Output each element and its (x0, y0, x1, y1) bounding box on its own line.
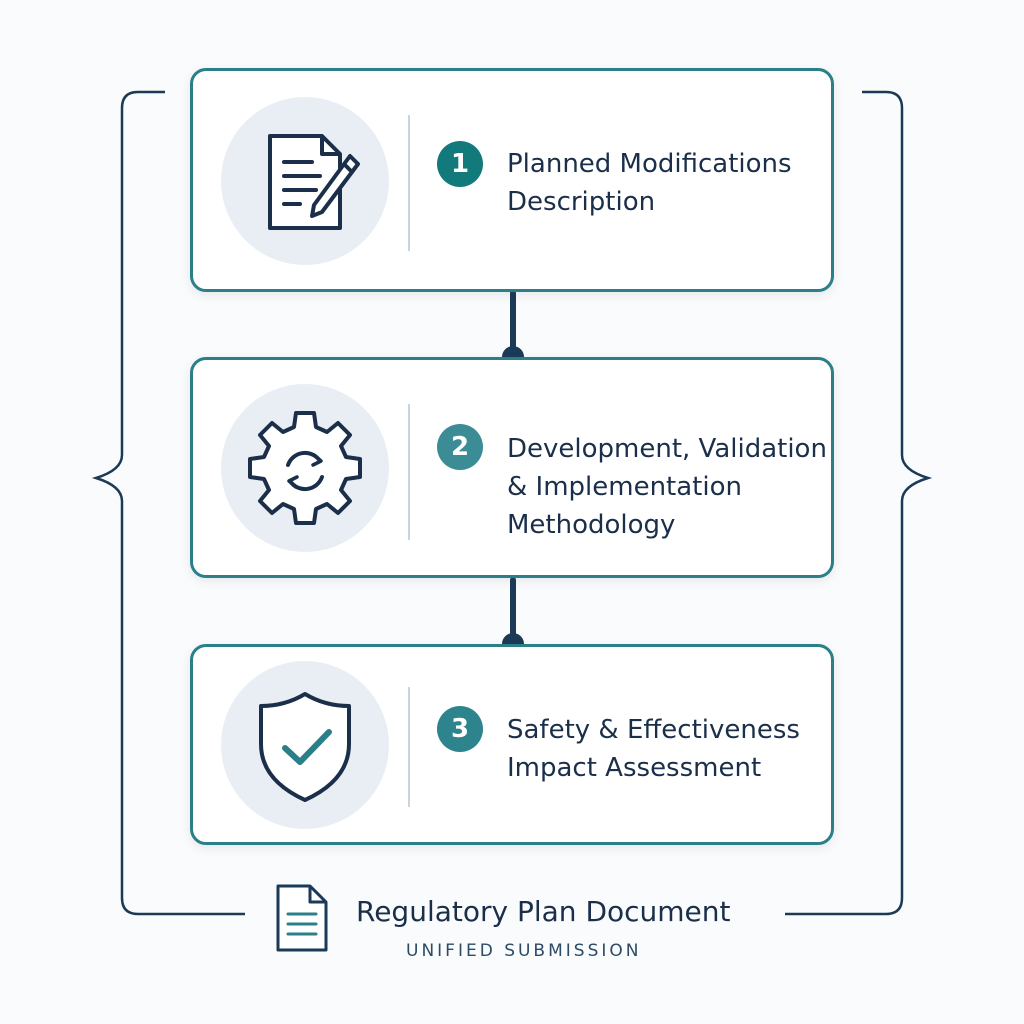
gear-cycle-icon (248, 411, 362, 525)
footer-title: Regulatory Plan Document (356, 895, 731, 928)
step-icon-circle (221, 661, 389, 829)
step-card-safety-assessment: 3 Safety & Effectiveness Impact Assessme… (190, 644, 834, 845)
card-divider (408, 404, 410, 540)
step-number-badge: 3 (437, 706, 483, 752)
card-divider (408, 687, 410, 807)
card-divider (408, 115, 410, 251)
left-curly-bracket (91, 90, 245, 916)
connector-line-1-2 (510, 290, 516, 354)
document-edit-icon (268, 134, 360, 230)
step-icon-circle (221, 97, 389, 265)
shield-check-icon (259, 692, 351, 802)
connector-line-2-3 (510, 577, 516, 641)
step-title: Planned Modifications Description (507, 149, 792, 217)
step-title: Development, Validation & Implementation… (507, 434, 827, 540)
step-icon-circle (221, 384, 389, 552)
step-number-badge: 1 (437, 141, 483, 187)
right-curly-bracket (785, 90, 933, 916)
document-icon (276, 884, 328, 952)
step-card-development-methodology: 2 Development, Validation & Implementati… (190, 357, 834, 578)
footer-subtitle: UNIFIED SUBMISSION (406, 941, 642, 961)
step-number-badge: 2 (437, 424, 483, 470)
step-card-planned-modifications: 1 Planned Modifications Description (190, 68, 834, 292)
step-title: Safety & Effectiveness Impact Assessment (507, 715, 800, 783)
